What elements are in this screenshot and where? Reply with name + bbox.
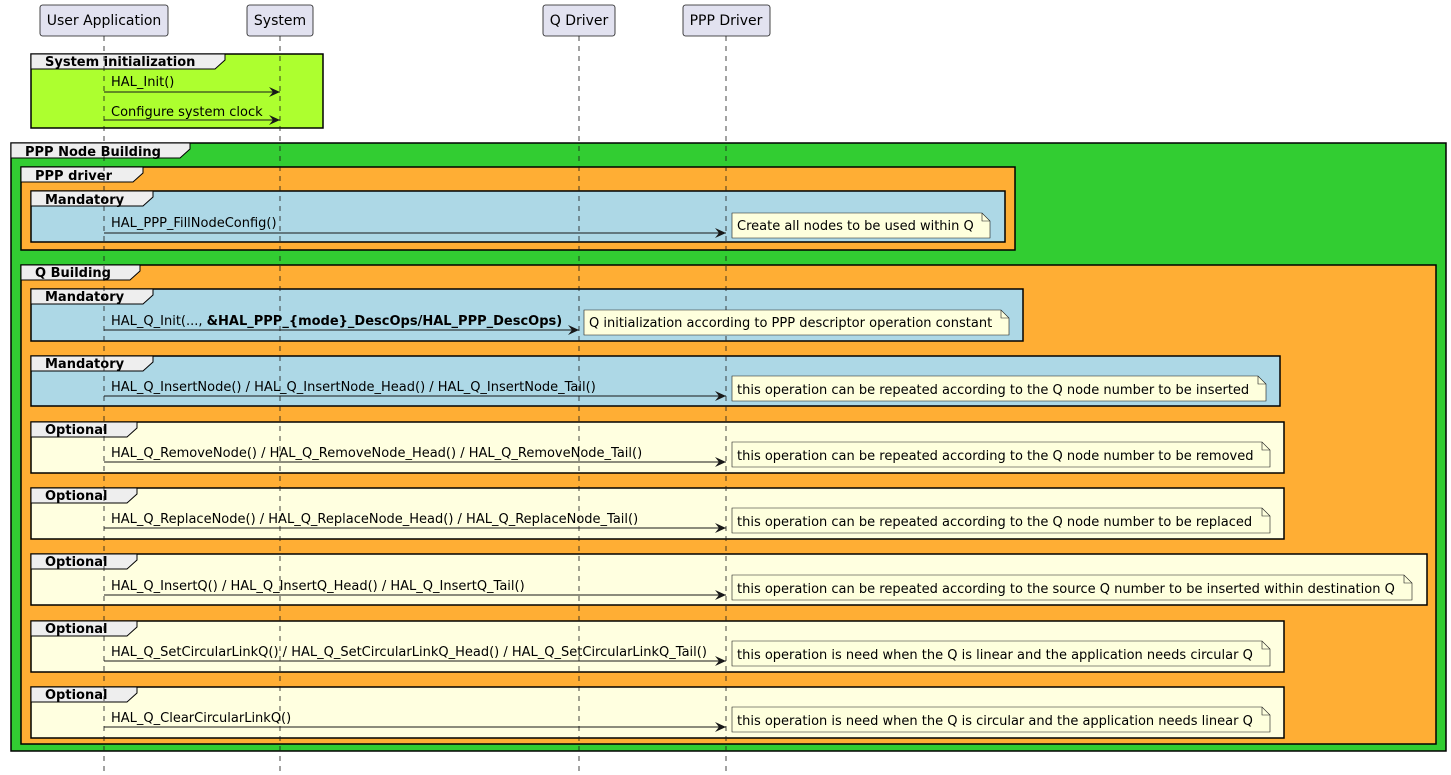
message-fill-node-config: HAL_PPP_FillNodeConfig() — [104, 216, 726, 238]
participant-system: System — [246, 4, 314, 37]
note-text: this operation can be repeated according… — [737, 515, 1252, 530]
message-replace-node: HAL_Q_ReplaceNode() / HAL_Q_ReplaceNode_… — [104, 512, 726, 533]
participant-label: User Application — [47, 13, 162, 29]
message-q-init: HAL_Q_Init(..., &HAL_PPP_{mode}_DescOps/… — [104, 314, 579, 335]
lifelines — [103, 36, 727, 775]
frame-label: Mandatory — [45, 357, 125, 372]
message-label: HAL_Q_ClearCircularLinkQ() — [111, 711, 291, 726]
message-label: HAL_Q_ReplaceNode() / HAL_Q_ReplaceNode_… — [111, 512, 638, 527]
note-text: this operation is need when the Q is lin… — [737, 648, 1253, 663]
message-configure-clock: Configure system clock — [104, 105, 280, 125]
message-insert-node: HAL_Q_InsertNode() / HAL_Q_InsertNode_He… — [104, 380, 726, 401]
note-set-circular: this operation is need when the Q is lin… — [731, 640, 1271, 667]
message-clear-circular-link: HAL_Q_ClearCircularLinkQ() — [104, 711, 726, 732]
participant-label: System — [254, 13, 306, 29]
note-replace-node: this operation can be repeated according… — [731, 507, 1271, 534]
note-create-nodes: Create all nodes to be used within Q — [731, 212, 991, 239]
participant-q-driver: Q Driver — [542, 4, 616, 37]
frame-label: Optional — [45, 622, 107, 637]
participant-label: Q Driver — [550, 13, 609, 29]
frame-label: PPP driver — [35, 169, 113, 184]
note-text: this operation can be repeated according… — [737, 582, 1395, 597]
note-insert-q: this operation can be repeated according… — [731, 574, 1413, 601]
participant-label: PPP Driver — [690, 13, 763, 29]
note-text: this operation can be repeated according… — [737, 449, 1253, 464]
note-text: this operation is need when the Q is cir… — [737, 714, 1253, 729]
frame-label: PPP Node Building — [25, 145, 161, 160]
note-q-initialization: Q initialization according to PPP descri… — [583, 309, 1010, 336]
frame-label: Optional — [45, 688, 107, 703]
message-label-plain: HAL_Q_Init(..., — [111, 314, 207, 329]
message-hal-init: HAL_Init() — [104, 75, 280, 97]
message-remove-node: HAL_Q_RemoveNode() / HAL_Q_RemoveNode_He… — [104, 446, 726, 467]
note-text: Create all nodes to be used within Q — [737, 219, 974, 234]
note-clear-circular: this operation is need when the Q is cir… — [731, 706, 1271, 733]
participant-user-application: User Application — [39, 4, 169, 37]
note-text: this operation can be repeated according… — [737, 383, 1249, 398]
participant-ppp-driver: PPP Driver — [682, 4, 771, 37]
frame-label: Optional — [45, 489, 107, 504]
message-set-circular-link: HAL_Q_SetCircularLinkQ() / HAL_Q_SetCirc… — [104, 645, 726, 666]
frame-label: Q Building — [35, 266, 111, 281]
message-label: HAL_Q_RemoveNode() / HAL_Q_RemoveNode_He… — [111, 446, 642, 461]
message-insert-q: HAL_Q_InsertQ() / HAL_Q_InsertQ_Head() /… — [104, 579, 726, 600]
message-label-bold: &HAL_PPP_{mode}_DescOps/HAL_PPP_DescOps) — [207, 314, 563, 329]
message-label: HAL_Q_Init(..., &HAL_PPP_{mode}_DescOps/… — [111, 314, 562, 329]
frame-label: Mandatory — [45, 290, 125, 305]
message-label: HAL_Q_InsertQ() / HAL_Q_InsertQ_Head() /… — [111, 579, 525, 594]
message-label: HAL_Init() — [111, 75, 174, 90]
note-insert-node: this operation can be repeated according… — [731, 375, 1267, 402]
note-remove-node: this operation can be repeated according… — [731, 441, 1271, 468]
note-text: Q initialization according to PPP descri… — [589, 316, 992, 331]
frame-label: Optional — [45, 555, 107, 570]
frame-label: Mandatory — [45, 193, 125, 208]
message-label: HAL_Q_SetCircularLinkQ() / HAL_Q_SetCirc… — [111, 645, 707, 660]
message-label: HAL_PPP_FillNodeConfig() — [111, 216, 277, 231]
frame-label: System initialization — [45, 55, 195, 70]
frame-label: Optional — [45, 423, 107, 438]
message-label: Configure system clock — [111, 105, 263, 120]
message-label: HAL_Q_InsertNode() / HAL_Q_InsertNode_He… — [111, 380, 596, 395]
